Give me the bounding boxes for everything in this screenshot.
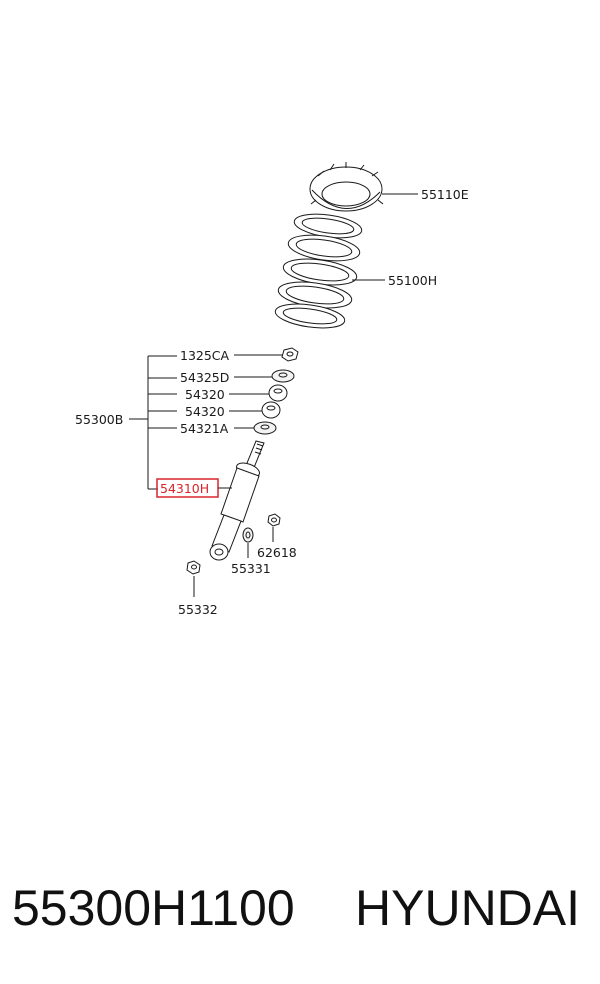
footer: 55300H1100 HYUNDAI	[0, 872, 600, 952]
part-number: 55300H1100	[12, 880, 295, 936]
group-bracket	[129, 355, 177, 490]
callout-55332[interactable]: 55332	[178, 602, 218, 617]
callout-54320-lower[interactable]: 54320	[185, 404, 225, 419]
eye-bushing-part	[242, 527, 254, 543]
bushing-upper-part	[268, 384, 288, 402]
washer-part	[271, 369, 295, 383]
callout-54320-upper[interactable]: 54320	[185, 387, 225, 402]
callout-55331[interactable]: 55331	[231, 561, 271, 576]
callout-54325D[interactable]: 54325D	[180, 370, 229, 385]
bushing-lower-part	[261, 401, 281, 419]
parts-diagram: 55110E 55100H 55300B 1325CA 54	[75, 162, 469, 617]
lower-washer-part	[253, 421, 277, 435]
spring-seat-part	[309, 162, 384, 212]
bottom-nut-part	[186, 560, 201, 575]
callout-1325CA[interactable]: 1325CA	[180, 348, 230, 363]
callout-55100H[interactable]: 55100H	[388, 273, 437, 288]
nut-part	[281, 347, 299, 362]
callout-62618[interactable]: 62618	[257, 545, 297, 560]
shock-absorber-part	[209, 440, 265, 561]
callout-55110E[interactable]: 55110E	[421, 187, 469, 202]
callout-54321A[interactable]: 54321A	[180, 421, 229, 436]
lock-nut-part	[267, 513, 281, 527]
brand-name: HYUNDAI	[355, 880, 581, 936]
callout-55300B[interactable]: 55300B	[75, 412, 123, 427]
coil-spring-part	[274, 213, 363, 329]
callout-54310H[interactable]: 54310H	[160, 481, 209, 496]
